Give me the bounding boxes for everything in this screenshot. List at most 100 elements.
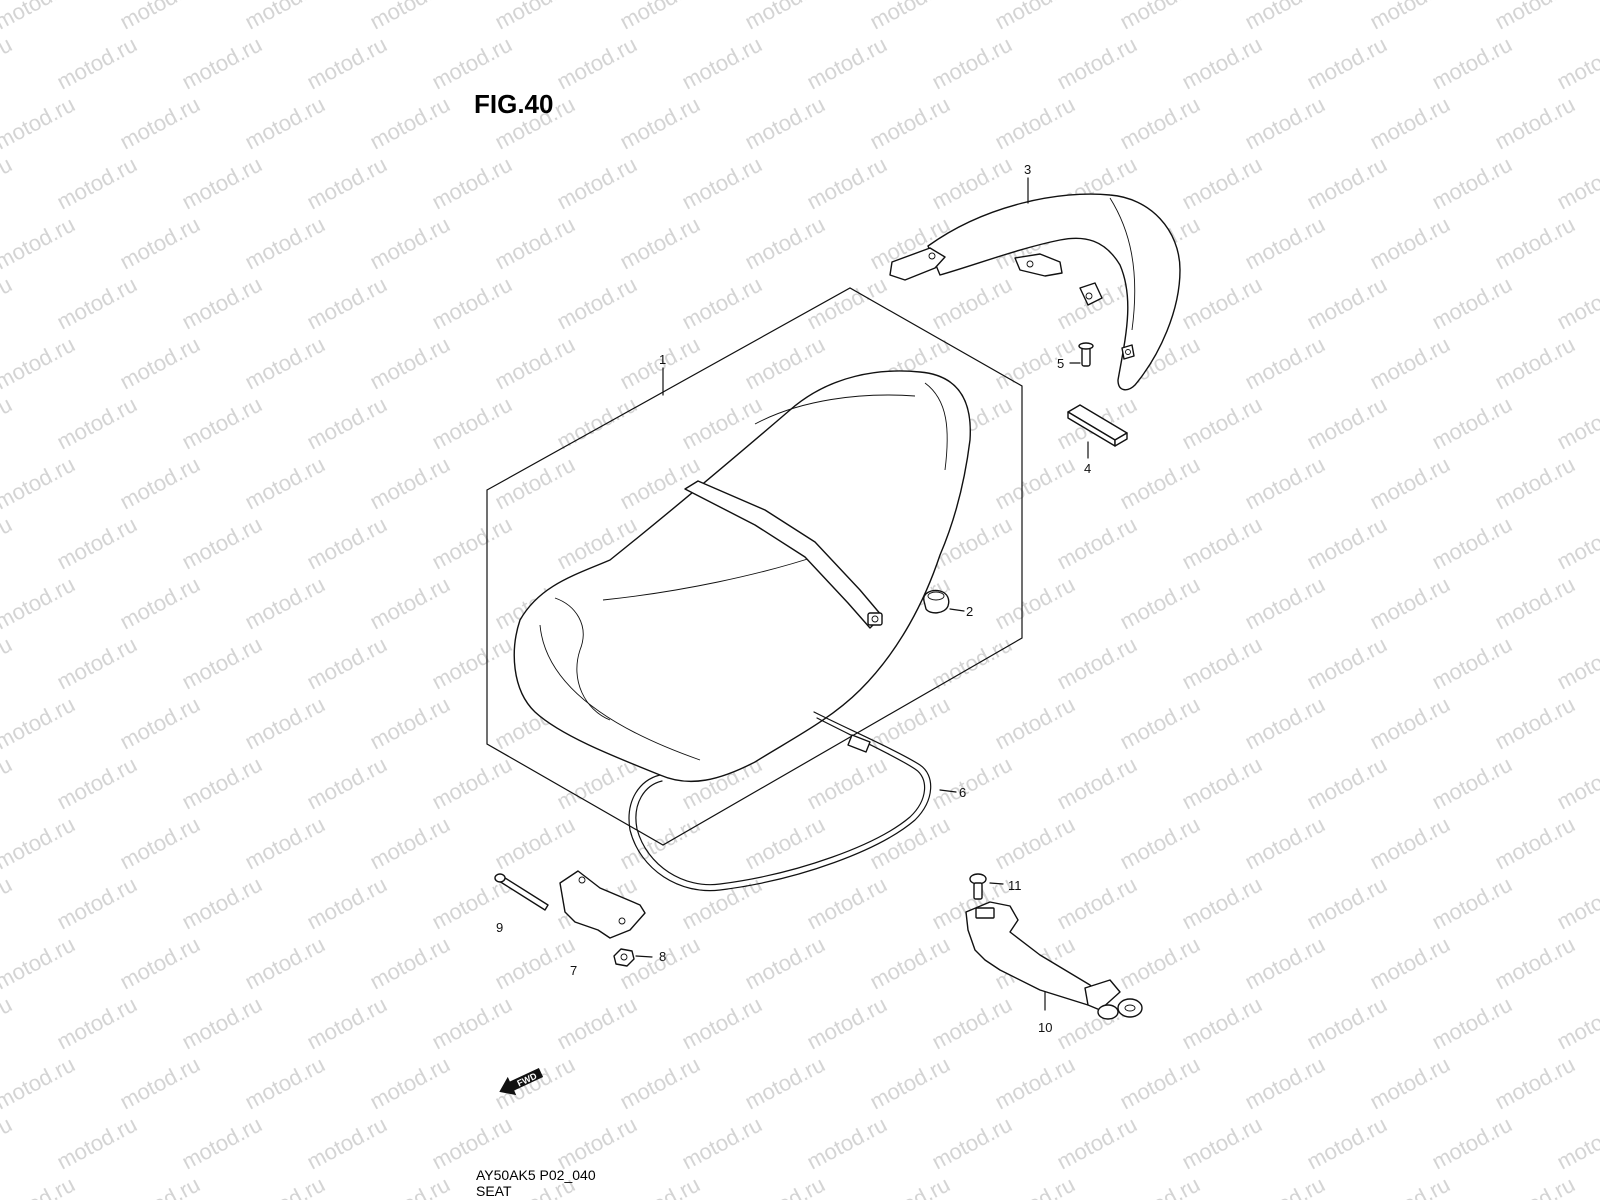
watermark-text: motod.ru — [116, 212, 204, 275]
callout-11: 11 — [1008, 878, 1022, 893]
watermark-text: motod.ru — [1178, 632, 1266, 695]
watermark-text: motod.ru — [991, 1052, 1079, 1115]
callout-9: 9 — [496, 920, 503, 935]
watermark-text: motod.ru — [366, 452, 454, 515]
watermark-text: motod.ru — [991, 572, 1079, 635]
watermark-text: motod.ru — [53, 392, 141, 455]
watermark-text: motod.ru — [866, 692, 954, 755]
watermark-text: motod.ru — [991, 1172, 1079, 1200]
seat-part[interactable] — [513, 370, 972, 783]
watermark-text: motod.ru — [366, 332, 454, 395]
watermark-text: motod.ru — [741, 0, 829, 34]
watermark-text: motod.ru — [428, 512, 516, 575]
watermark-text: motod.ru — [678, 992, 766, 1055]
watermark-text: motod.ru — [928, 752, 1016, 815]
watermark-text: motod.ru — [803, 32, 891, 95]
watermark-text: motod.ru — [491, 212, 579, 275]
watermark-text: motod.ru — [241, 692, 329, 755]
watermark-text: motod.ru — [116, 452, 204, 515]
watermark-text: motod.ru — [0, 872, 16, 935]
watermark-text: motod.ru — [366, 212, 454, 275]
screw-part-5[interactable] — [1069, 342, 1094, 367]
watermark-text: motod.ru — [303, 992, 391, 1055]
nut-part[interactable] — [613, 948, 653, 967]
watermark-text: motod.ru — [866, 932, 954, 995]
watermark-text: motod.ru — [428, 272, 516, 335]
watermark-text: motod.ru — [0, 632, 16, 695]
watermark-text: motod.ru — [1428, 32, 1516, 95]
watermark-text: motod.ru — [991, 332, 1079, 395]
watermark-text: motod.ru — [0, 152, 16, 215]
watermark-text: motod.ru — [491, 332, 579, 395]
watermark-text: motod.ru — [53, 272, 141, 335]
watermark-text: motod.ru — [178, 872, 266, 935]
watermark-text: motod.ru — [1491, 1052, 1579, 1115]
watermark-text: motod.ru — [616, 1052, 704, 1115]
watermark-text: motod.ru — [553, 992, 641, 1055]
watermark-text: motod.ru — [241, 812, 329, 875]
watermark-text: motod.ru — [741, 1172, 829, 1200]
watermark-text: motod.ru — [116, 92, 204, 155]
watermark-text: motod.ru — [303, 1112, 391, 1175]
watermark-text: motod.ru — [1053, 632, 1141, 695]
watermark-text: motod.ru — [303, 272, 391, 335]
watermark-text: motod.ru — [0, 992, 16, 1055]
watermark-text: motod.ru — [1178, 992, 1266, 1055]
watermark-text: motod.ru — [53, 512, 141, 575]
watermark-text: motod.ru — [1366, 332, 1454, 395]
seat-group-box — [486, 287, 1023, 846]
hinge-bracket-part[interactable] — [559, 870, 646, 939]
watermark-text: motod.ru — [366, 1052, 454, 1115]
watermark-text: motod.ru — [1491, 92, 1579, 155]
cushion-part[interactable] — [923, 589, 965, 614]
watermark-text: motod.ru — [1428, 1112, 1516, 1175]
watermark-text: motod.ru — [1428, 152, 1516, 215]
watermark-text: motod.ru — [1178, 32, 1266, 95]
watermark-text: motod.ru — [0, 1112, 16, 1175]
watermark-text: motod.ru — [53, 992, 141, 1055]
watermark-text: motod.ru — [428, 392, 516, 455]
watermark-text: motod.ru — [366, 812, 454, 875]
watermark-text: motod.ru — [0, 332, 79, 395]
watermark-text: motod.ru — [1178, 152, 1266, 215]
watermark-text: motod.ru — [1053, 512, 1141, 575]
diagram-code: AY50AK5 P02_040 — [476, 1167, 596, 1183]
watermark-text: motod.ru — [1303, 1112, 1391, 1175]
watermark-text: motod.ru — [678, 152, 766, 215]
watermark-text: motod.ru — [1428, 632, 1516, 695]
seat-lock-part[interactable] — [965, 901, 1143, 1020]
rear-guard-part[interactable] — [889, 193, 1181, 391]
watermark-text: motod.ru — [303, 32, 391, 95]
watermark-text: motod.ru — [553, 32, 641, 95]
watermark-text: motod.ru — [1303, 872, 1391, 935]
watermark-text: motod.ru — [116, 572, 204, 635]
seat-band-part[interactable] — [628, 711, 957, 892]
watermark-text: motod.ru — [1303, 32, 1391, 95]
watermark-text: motod.ru — [1553, 32, 1600, 95]
watermark-text: motod.ru — [1303, 992, 1391, 1055]
pad-part[interactable] — [1067, 404, 1128, 447]
watermark-text: motod.ru — [303, 872, 391, 935]
watermark-text: motod.ru — [1553, 872, 1600, 935]
watermark-text: motod.ru — [0, 1172, 79, 1200]
watermark-text: motod.ru — [928, 992, 1016, 1055]
watermark-text: motod.ru — [1553, 752, 1600, 815]
watermark-text: motod.ru — [0, 1052, 79, 1115]
watermark-text: motod.ru — [1491, 692, 1579, 755]
watermark-text: motod.ru — [116, 0, 204, 34]
watermark-text: motod.ru — [241, 572, 329, 635]
watermark-text: motod.ru — [0, 392, 16, 455]
watermark-text: motod.ru — [553, 272, 641, 335]
watermark-text: motod.ru — [1178, 872, 1266, 935]
watermark-text: motod.ru — [991, 452, 1079, 515]
watermark-text: motod.ru — [1241, 692, 1329, 755]
watermark-text: motod.ru — [1053, 872, 1141, 935]
watermark-text: motod.ru — [0, 92, 79, 155]
bolt-part[interactable] — [494, 873, 549, 911]
callout-2: 2 — [966, 604, 973, 619]
watermark-text: motod.ru — [1428, 272, 1516, 335]
watermark-text: motod.ru — [1553, 1112, 1600, 1175]
watermark-text: motod.ru — [616, 1172, 704, 1200]
watermark-text: motod.ru — [1178, 1112, 1266, 1175]
screw-part-11[interactable] — [969, 873, 1004, 900]
